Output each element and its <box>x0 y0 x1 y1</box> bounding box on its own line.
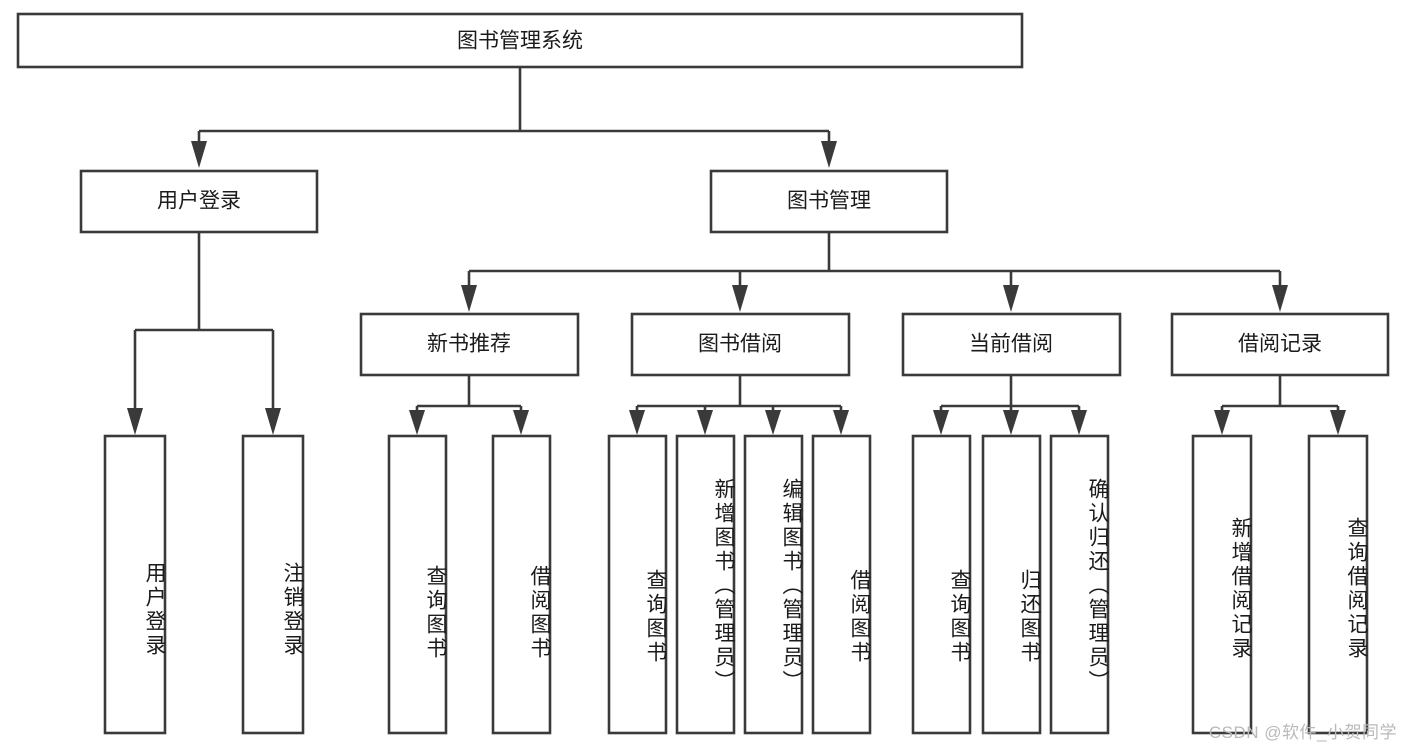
node-user-login-box[interactable] <box>79 169 319 234</box>
node-new-book-recommend[interactable]: 新书推荐 <box>359 312 580 377</box>
arrow-head-leaf-return-book <box>1003 410 1019 435</box>
node-book-borrow[interactable]: 图书借阅 <box>630 312 851 377</box>
csdn-watermark: CSDN @软件_小贺同学 <box>1208 723 1397 742</box>
node-book-management-label: 图书管理 <box>787 190 871 213</box>
node-borrow-record-box[interactable] <box>1170 312 1390 377</box>
node-user-login-label: 用户登录 <box>157 190 241 213</box>
arrow-head-book-borrow <box>732 285 748 312</box>
node-new-book-recommend-box[interactable] <box>359 312 580 377</box>
node-leaf-user-login-box[interactable] <box>103 434 167 735</box>
node-book-management[interactable]: 图书管理 <box>709 169 949 234</box>
node-user-login[interactable]: 用户登录 <box>79 169 319 234</box>
node-book-borrow-label: 图书借阅 <box>698 333 782 356</box>
node-leaf-add-book-box[interactable] <box>675 434 736 735</box>
arrow-head-new-book-recommend <box>461 285 477 312</box>
arrow-head-leaf-edit-book <box>765 410 781 435</box>
arrow-head-leaf-query-book-1 <box>409 410 425 435</box>
arrow-head-leaf-user-logout <box>265 408 281 435</box>
arrow-head-leaf-query-book-3 <box>933 410 949 435</box>
node-leaf-borrow-book-2-box[interactable] <box>811 434 872 735</box>
node-leaf-query-record-box[interactable] <box>1307 434 1369 735</box>
node-root-box[interactable] <box>16 12 1024 69</box>
node-leaf-borrow-book-1-box[interactable] <box>491 434 552 735</box>
leaf-box-layer <box>103 434 1369 735</box>
node-new-book-recommend-label: 新书推荐 <box>427 333 511 356</box>
arrow-head-leaf-borrow-book-1 <box>513 410 529 435</box>
node-current-borrow[interactable]: 当前借阅 <box>901 312 1122 377</box>
node-leaf-query-book-2-box[interactable] <box>607 434 668 735</box>
node-leaf-query-book-3-box[interactable] <box>911 434 972 735</box>
node-book-borrow-box[interactable] <box>630 312 851 377</box>
arrow-head-current-borrow <box>1003 285 1019 312</box>
node-current-borrow-label: 当前借阅 <box>969 333 1053 356</box>
node-leaf-edit-book-box[interactable] <box>743 434 804 735</box>
arrow-head-leaf-confirm-return <box>1071 410 1087 435</box>
node-leaf-confirm-return-box[interactable] <box>1049 434 1110 735</box>
node-root[interactable]: 图书管理系统 <box>16 12 1024 69</box>
connector-layer <box>127 67 1346 435</box>
arrow-head-user-login <box>191 141 207 168</box>
node-borrow-record[interactable]: 借阅记录 <box>1170 312 1390 377</box>
node-leaf-user-logout-box[interactable] <box>241 434 305 735</box>
node-book-management-box[interactable] <box>709 169 949 234</box>
arrow-head-leaf-user-login <box>127 408 143 435</box>
node-root-label: 图书管理系统 <box>457 30 583 53</box>
arrow-head-borrow-record <box>1272 285 1288 312</box>
arrow-head-leaf-borrow-book-2 <box>833 410 849 435</box>
arrow-head-leaf-query-record <box>1330 410 1346 435</box>
arrow-head-leaf-add-record <box>1214 410 1230 435</box>
arrow-head-book-management <box>821 141 837 168</box>
node-leaf-add-record-box[interactable] <box>1191 434 1253 735</box>
arrow-head-leaf-add-book <box>697 410 713 435</box>
node-current-borrow-box[interactable] <box>901 312 1122 377</box>
node-leaf-return-book-box[interactable] <box>981 434 1042 735</box>
node-leaf-query-book-1-box[interactable] <box>387 434 448 735</box>
arrow-head-leaf-query-book-2 <box>629 410 645 435</box>
node-borrow-record-label: 借阅记录 <box>1238 333 1322 356</box>
